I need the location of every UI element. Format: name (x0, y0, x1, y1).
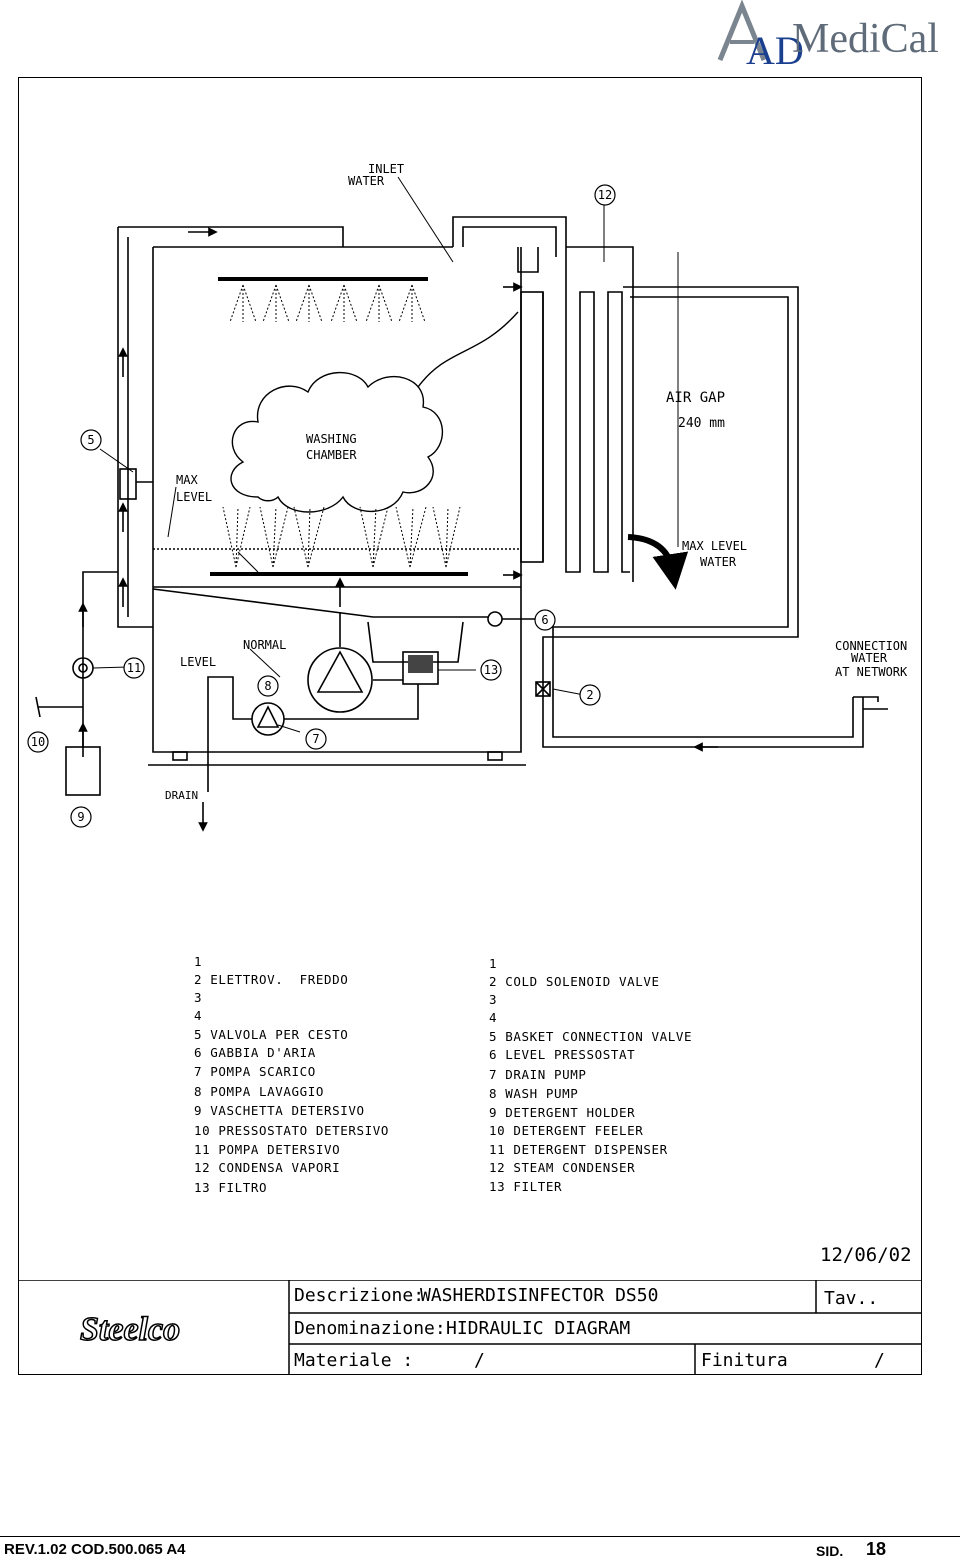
label-inlet: INLET (368, 162, 404, 176)
footer-rule (0, 1536, 960, 1537)
descrizione-value: WASHERDISINFECTOR DS50 (420, 1285, 659, 1306)
label-air-gap-value: 240 mm (678, 416, 725, 431)
legend-it-3: 3 (194, 990, 203, 1005)
legend-it-1: 1 (194, 954, 203, 969)
denominazione-label: Denominazione: (294, 1318, 446, 1339)
legend-en-11: 11 DETERGENT DISPENSER (489, 1142, 668, 1157)
legend-en-10: 10 DETERGENT FEELER (489, 1123, 644, 1138)
legend-en-2: 2 COLD SOLENOID VALVE (489, 974, 660, 989)
callout-8: 8 (264, 679, 271, 693)
callout-12: 12 (598, 188, 612, 202)
callout-6: 6 (541, 613, 548, 627)
logo-ad-text: AD (746, 28, 804, 68)
legend-it-5: 5 VALVOLA PER CESTO (194, 1027, 349, 1042)
callout-7: 7 (312, 732, 319, 746)
callout-5: 5 (87, 433, 94, 447)
label-inlet-water: WATER (348, 174, 385, 188)
label-level: LEVEL (176, 490, 212, 504)
label-max-level: MAX LEVEL (682, 539, 747, 553)
footer-page-number: 18 (866, 1539, 887, 1559)
tav-label: Tav.. (824, 1288, 879, 1309)
descrizione-label: Descrizione: (294, 1285, 425, 1306)
callout-10: 10 (31, 735, 45, 749)
admedical-logo: AD MediCal (717, 0, 939, 68)
callout-2: 2 (586, 688, 593, 702)
legend-en-4: 4 (489, 1010, 498, 1025)
legend-it-11: 11 POMPA DETERSIVO (194, 1142, 341, 1157)
legend-it-2: 2 ELETTROV. FREDDO (194, 972, 349, 987)
callout-13: 13 (484, 663, 498, 677)
footer-revision: REV.1.02 COD.500.065 A4 (4, 1541, 186, 1558)
legend-it-4: 4 (194, 1008, 203, 1023)
legend-en-13: 13 FILTER (489, 1179, 563, 1194)
materiale-value: / (474, 1350, 485, 1371)
label-drain: DRAIN (165, 789, 198, 802)
legend-en-8: 8 WASH PUMP (489, 1086, 579, 1101)
title-block-grid: Steelco (18, 1280, 922, 1375)
legend-en-5: 5 BASKET CONNECTION VALVE (489, 1029, 693, 1044)
callout-9: 9 (77, 810, 84, 824)
footer-sid-label: SID. (816, 1543, 844, 1559)
label-chamber: CHAMBER (306, 448, 357, 462)
hydraulic-diagram: 12 5 6 11 8 13 2 7 10 9 INLET WATER AIR … (27, 162, 908, 832)
title-block: Steelco Descrizione: WASHERDISINFECTOR D… (18, 1280, 922, 1375)
label-washing: WASHING (306, 432, 357, 446)
steelco-logo: Steelco (80, 1311, 180, 1348)
legend-it-10: 10 PRESSOSTATO DETERSIVO (194, 1123, 390, 1138)
legend-it-13: 13 FILTRO (194, 1180, 268, 1195)
finitura-value: / (874, 1350, 885, 1371)
legend-it-9: 9 VASCHETTA DETERSIVO (194, 1103, 365, 1118)
legend-en-1: 1 (489, 956, 498, 971)
label-connection-water: WATER (851, 651, 888, 665)
label-normal: NORMAL (243, 638, 286, 652)
legend-it-12: 12 CONDENSA VAPORI (194, 1160, 341, 1175)
denominazione-value: HIDRAULIC DIAGRAM (446, 1318, 631, 1339)
legend-en-6: 6 LEVEL PRESSOSTAT (489, 1047, 636, 1062)
legend-it-8: 8 POMPA LAVAGGIO (194, 1084, 325, 1099)
legend-en-7: 7 DRAIN PUMP (489, 1067, 587, 1082)
label-normal-level: LEVEL (180, 655, 216, 669)
legend-it-7: 7 POMPA SCARICO (194, 1064, 316, 1079)
callout-11: 11 (127, 661, 141, 675)
legend-en-12: 12 STEAM CONDENSER (489, 1160, 636, 1175)
label-connection: CONNECTION (835, 639, 907, 653)
finitura-label: Finitura (701, 1350, 788, 1371)
drawing-frame (18, 77, 922, 1375)
label-air-gap: AIR GAP (666, 390, 725, 406)
drawing-date: 12/06/02 (820, 1244, 912, 1266)
logo-medical-text: MediCal (792, 16, 939, 62)
legend-en-3: 3 (489, 992, 498, 1007)
legend-en-9: 9 DETERGENT HOLDER (489, 1105, 636, 1120)
materiale-label: Materiale : (294, 1350, 414, 1371)
label-max: MAX (176, 473, 198, 487)
label-max-level-water: WATER (700, 555, 737, 569)
label-at-network: AT NETWORK (835, 665, 908, 679)
legend-it-6: 6 GABBIA D'ARIA (194, 1045, 316, 1060)
